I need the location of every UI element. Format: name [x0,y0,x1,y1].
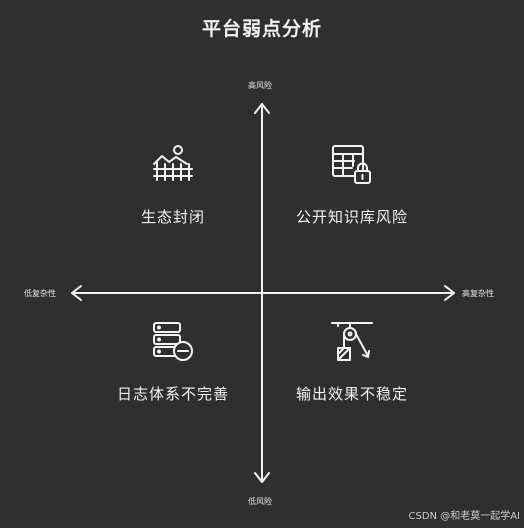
axis-label-top: 高风险 [248,81,272,90]
arrow-right [444,285,455,301]
axis-label-right: 高复杂性 [462,289,494,298]
pulley-weight-icon [331,322,373,361]
quadrant-label-top-right: 公开知识库风险 [295,208,408,226]
arrow-down [254,472,270,483]
quadrant-label-bottom-right: 输出效果不稳定 [295,385,408,403]
arrow-up [254,103,270,114]
quadrant-label-top-left: 生态封闭 [140,208,205,226]
server-minus-icon [153,322,193,361]
axis-label-left: 低复杂性 [24,289,56,298]
landscape-fence-icon [153,145,193,181]
locked-database-icon [332,145,371,184]
quadrant-label-bottom-left: 日志体系不完善 [116,385,229,403]
page-title: 平台弱点分析 [201,18,322,40]
axis-label-bottom: 低风险 [248,497,272,506]
watermark: CSDN @和老莫一起学AI [408,511,520,522]
arrow-left [71,285,82,301]
